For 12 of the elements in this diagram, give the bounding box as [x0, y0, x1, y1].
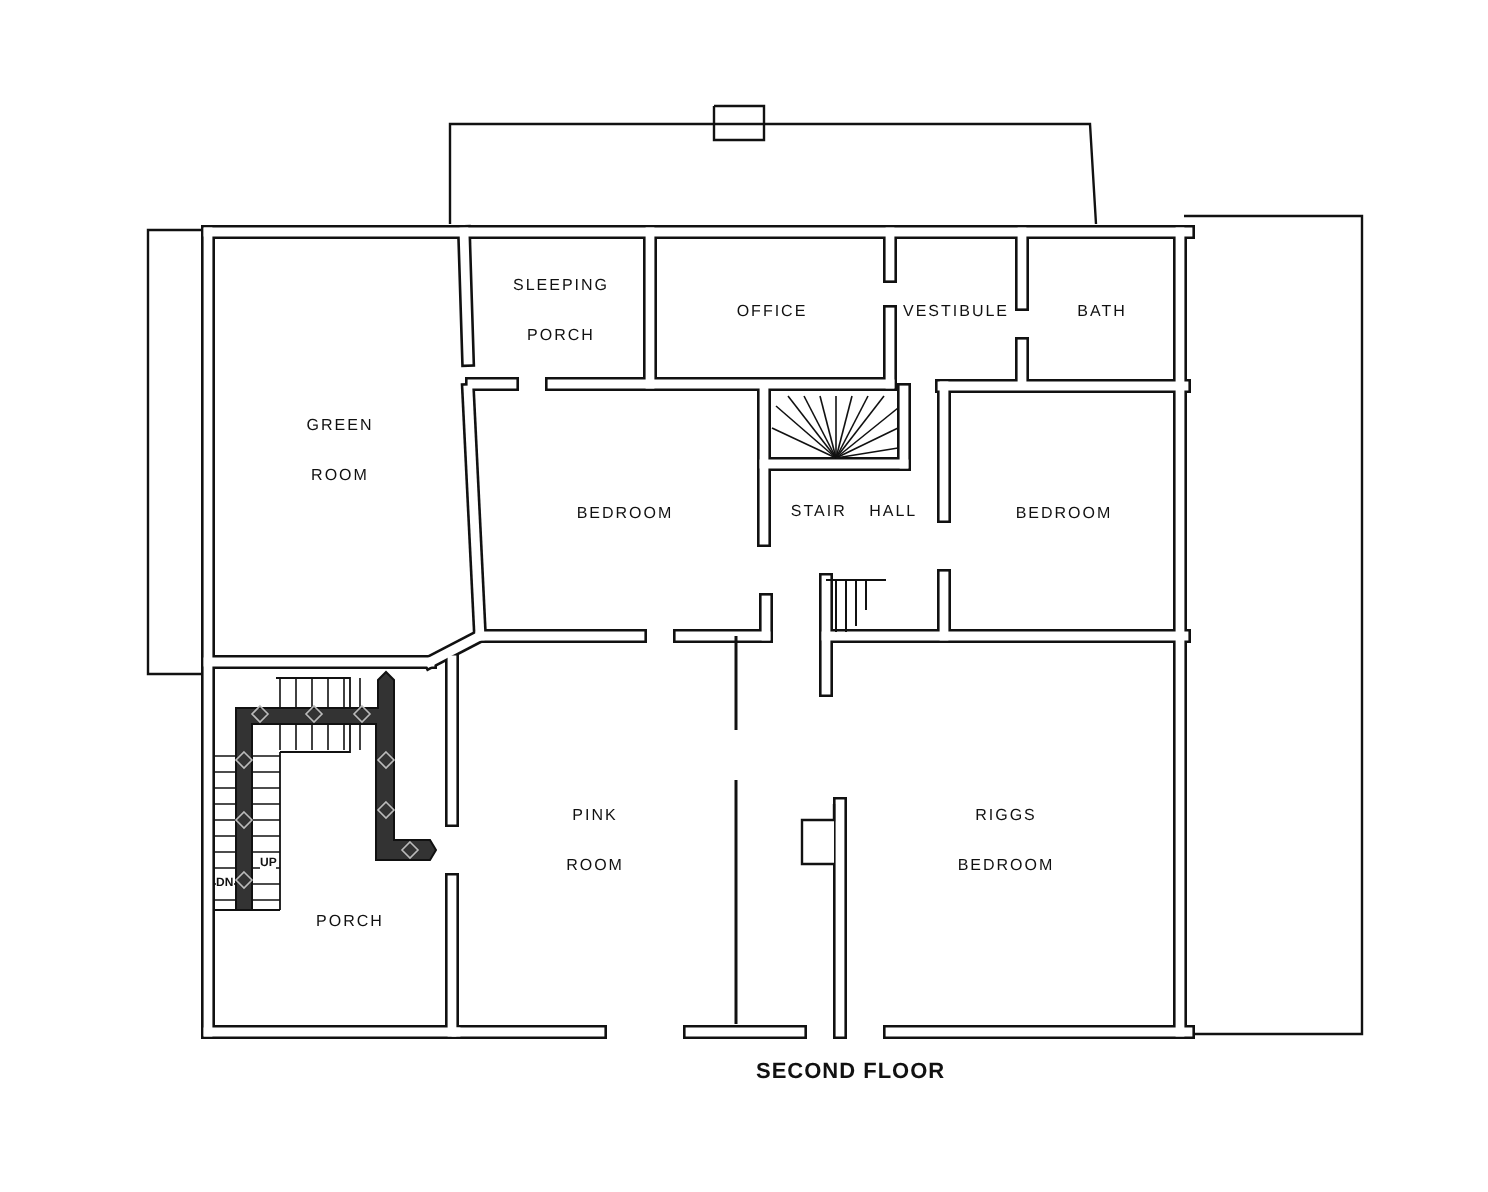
room-label: VESTIBULE: [902, 299, 1009, 323]
room-label: BATH: [1077, 299, 1127, 323]
room-label: BEDROOM: [1015, 501, 1113, 525]
room-label: GREEN ROOM: [306, 414, 374, 488]
title: SECOND FLOOR: [756, 1060, 946, 1084]
room-label: OFFICE: [736, 299, 808, 323]
room-label: PORCH: [316, 909, 384, 933]
room-label: STAIR HALL: [790, 499, 918, 523]
room-label: RIGGS BEDROOM: [957, 804, 1055, 878]
room-label: BEDROOM: [576, 501, 674, 525]
room-label: SLEEPING PORCH: [512, 274, 609, 348]
room-label: PINK ROOM: [566, 804, 624, 878]
